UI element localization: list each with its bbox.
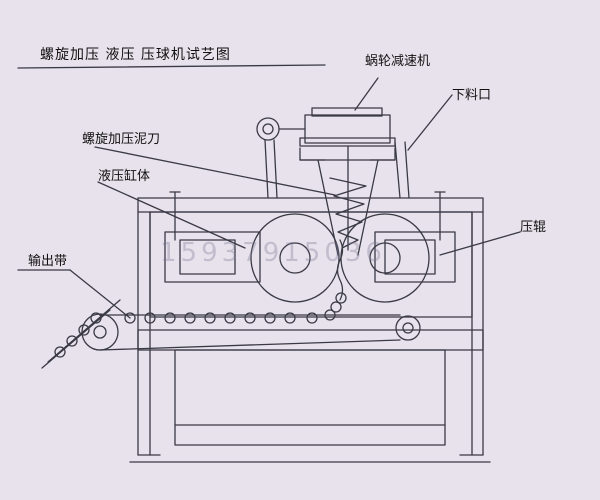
label-screw-knife: 螺旋加压泥刀 (82, 132, 161, 147)
title-underline (17, 64, 326, 69)
label-feed-port: 下料口 (452, 88, 492, 103)
label-belt: 输出带 (28, 254, 68, 269)
machine-frame (129, 191, 491, 463)
watermark-phone: 15937915036 (160, 238, 386, 268)
screw-auger (329, 177, 367, 249)
base-cavity (174, 349, 446, 446)
motor-pulley (256, 117, 280, 141)
press-rollers (250, 213, 430, 321)
output-belt (41, 299, 421, 369)
leader-lines (17, 77, 521, 319)
reducer-body (304, 114, 391, 144)
label-roller: 压辊 (520, 220, 547, 235)
hydraulic-cylinder-left (164, 231, 261, 283)
hydraulic-cylinder-right (374, 231, 456, 283)
label-reducer: 蜗轮减速机 (365, 54, 431, 69)
diagram-title: 螺旋加压 液压 压球机试艺图 (40, 47, 231, 63)
roller-left (250, 213, 340, 303)
label-cylinder: 液压缸体 (98, 169, 151, 184)
